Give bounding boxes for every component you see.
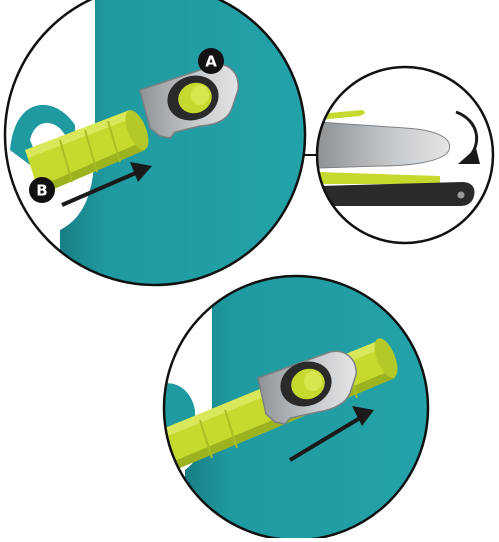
insert-arrow (61, 162, 152, 207)
side-strap-top (318, 110, 365, 120)
panel-top-right-frame (315, 65, 495, 245)
teal-body (60, 0, 305, 285)
green-strap (25, 110, 149, 195)
rivet (457, 191, 465, 199)
marker-b-label: B (36, 182, 47, 200)
panel-bottom (162, 274, 430, 542)
buckle-lever-side (317, 121, 451, 169)
base-plate-side (318, 182, 475, 206)
marker-a-label: A (205, 53, 217, 71)
panel-top-left: A B (3, 0, 307, 287)
marker-a: A (198, 48, 224, 74)
buckle-bottom (257, 350, 357, 425)
marker-b: B (29, 177, 55, 203)
panel-top-right (315, 65, 495, 245)
panel-top-left-frame (3, 0, 307, 287)
side-strap-bottom (318, 172, 440, 184)
buckle (139, 63, 239, 139)
rotate-arrow-head (458, 148, 480, 164)
tighten-arrow (288, 406, 374, 462)
